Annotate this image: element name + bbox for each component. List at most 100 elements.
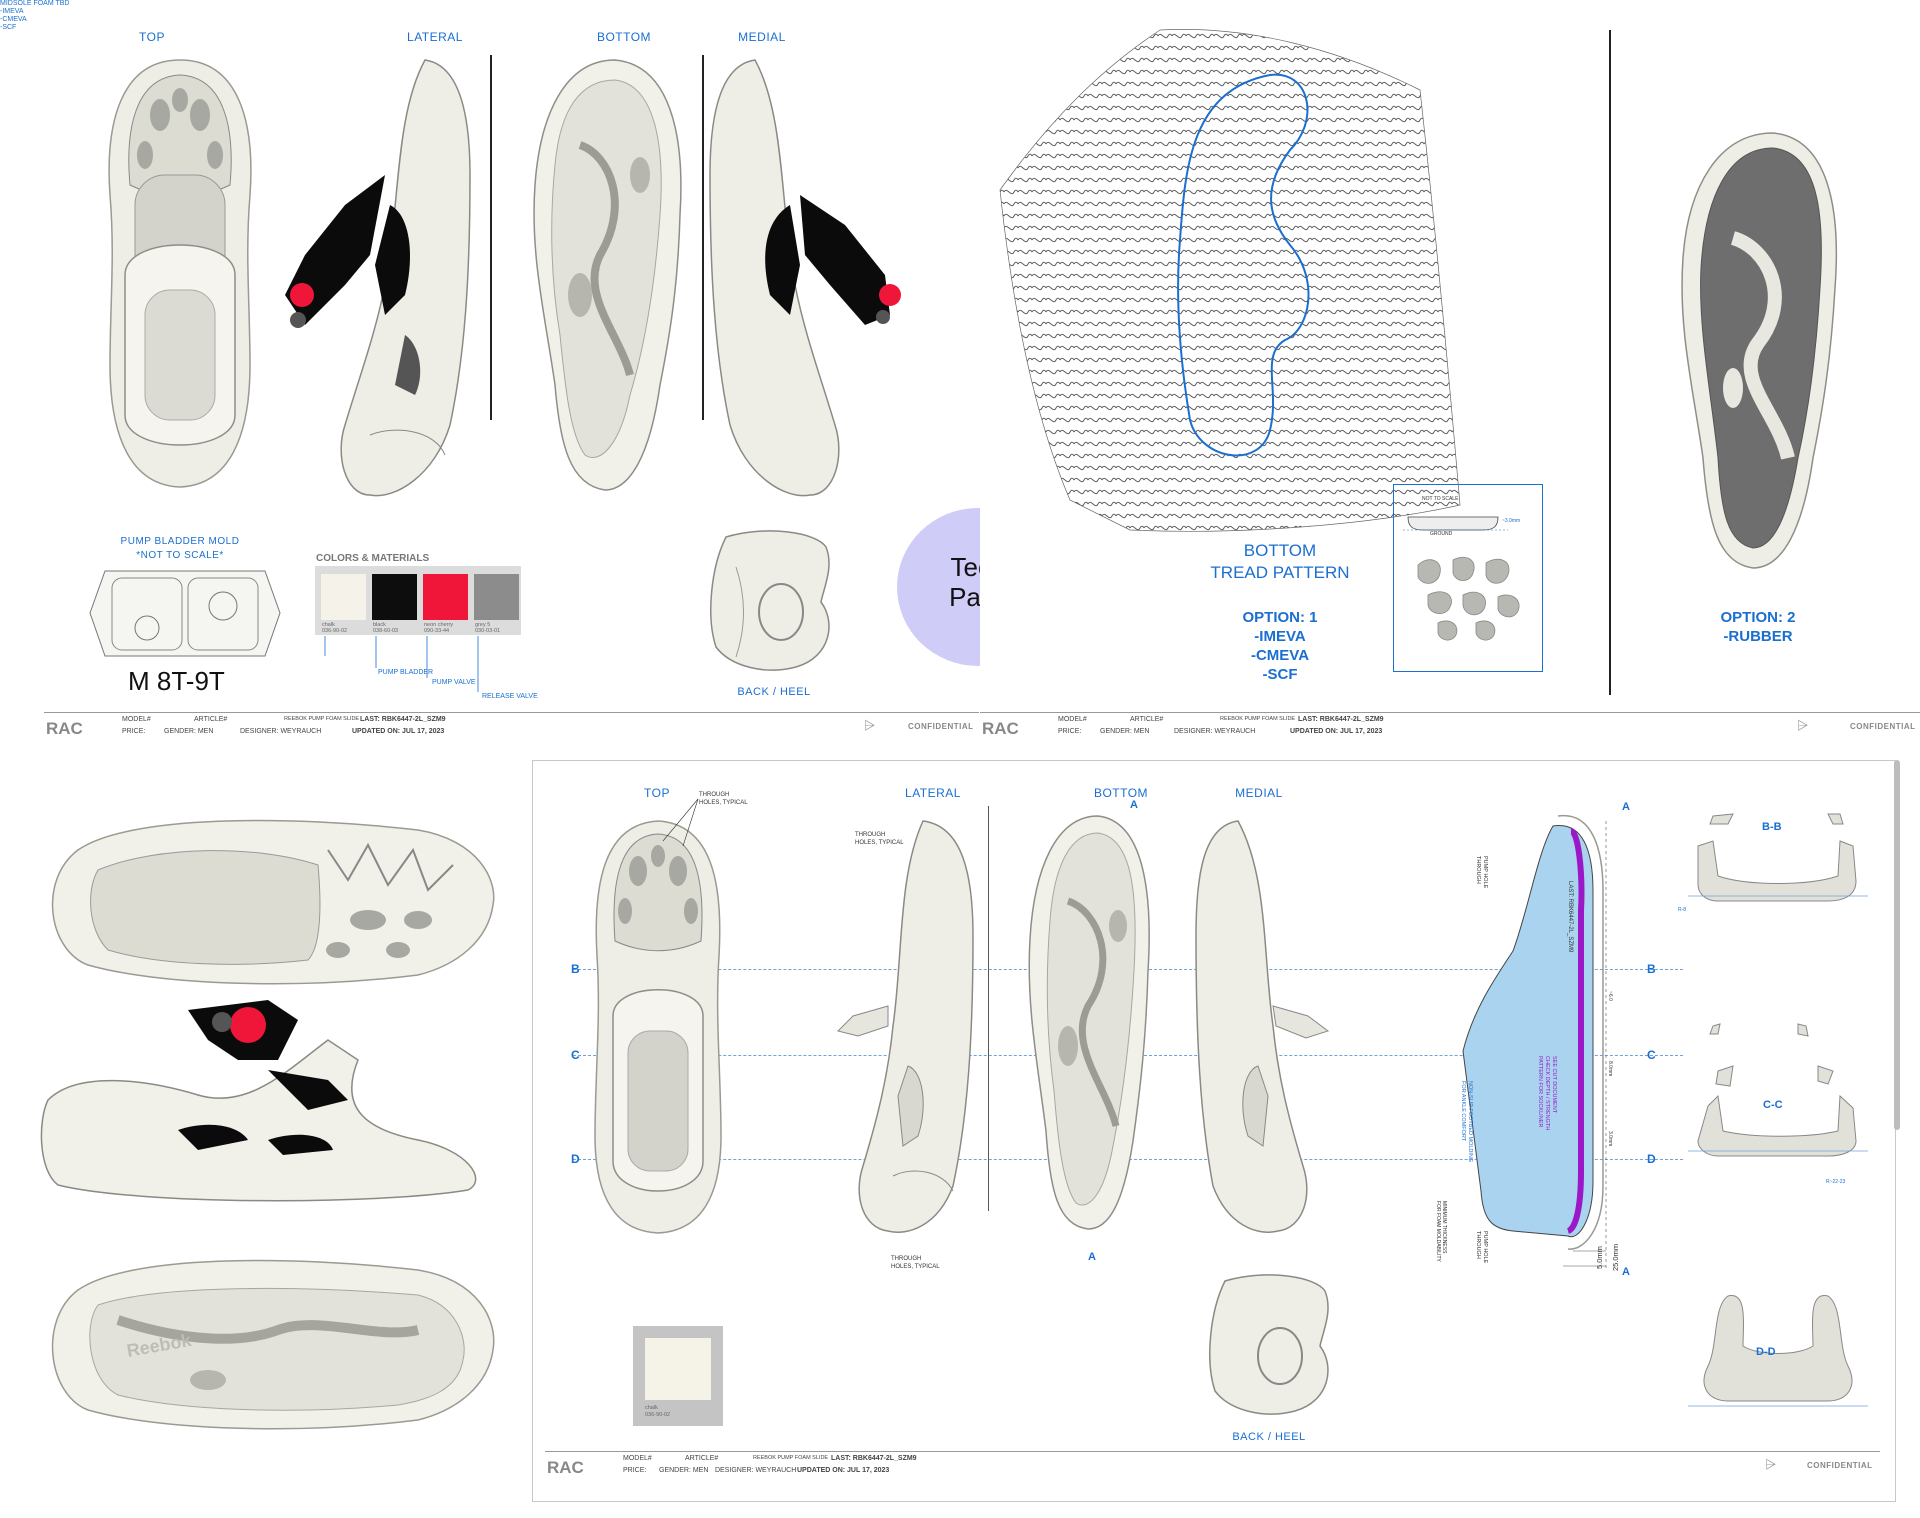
tech-back-heel-view <box>1209 1274 1329 1415</box>
title-block-sheet-1: RAC MODEL# ARTICLE# REEBOK PUMP FOAM SLI… <box>44 712 979 739</box>
title-block-name: REEBOK PUMP FOAM SLIDE <box>753 1455 829 1461</box>
swatch-black <box>372 574 417 620</box>
swatch-name: neon cherry <box>424 622 454 628</box>
view-label-back-heel: BACK / HEEL <box>737 686 811 698</box>
callout-line: -CMEVA <box>0 16 27 23</box>
title-block-updated: UPDATED ON: JUL 17, 2023 <box>352 728 445 735</box>
nonslip-note: NON-SLIP FOOTBED MOLDING FOR ANKLE COMFO… <box>1459 1081 1473 1162</box>
size-range: M 8T-9T <box>128 666 225 696</box>
shoe-medial-view <box>709 59 901 497</box>
option-1-line: -CMEVA <box>1250 647 1310 664</box>
callout-valve: PUMP VALVE <box>432 679 476 686</box>
title-block-name: REEBOK PUMP FOAM SLIDE <box>284 716 360 722</box>
title-block-rac: RAC <box>982 719 1019 738</box>
nonslip-line: NON-SLIP FOOTBED MOLDING <box>1467 1081 1473 1163</box>
title-block-updated: UPDATED ON: JUL 17, 2023 <box>1290 728 1383 735</box>
sheet-2: BOTTOM TREAD PATTERN OPTION: 1 -IMEVA -C… <box>980 0 1920 740</box>
callout-through-holes-bottom: THROUGH HOLES, TYPICAL <box>891 1255 940 1271</box>
section-a-top: A <box>1622 801 1630 813</box>
view-label-bottom: BOTTOM <box>596 30 652 44</box>
option-1-line: OPTION: 1 <box>1242 609 1318 626</box>
pump-mold-note: *NOT TO SCALE* <box>136 550 224 561</box>
view-label-bottom: BOTTOM <box>1093 786 1149 800</box>
cut-note: SEE CUT DOCUMENT CHECK DEPTH / STRENGTH … <box>1536 1056 1557 1130</box>
title-block-price: PRICE: <box>1058 728 1082 735</box>
option-2-line: OPTION: 2 <box>1720 609 1796 626</box>
title-block-name: REEBOK PUMP FOAM SLIDE <box>1220 716 1296 722</box>
title-block-model: MODEL# <box>1058 716 1087 723</box>
title-block-price: PRICE: <box>122 728 146 735</box>
tread-title-line-1: BOTTOM <box>1243 541 1317 560</box>
title-block-model: MODEL# <box>122 716 151 723</box>
pump-hole-line: THROUGH <box>1475 856 1481 884</box>
section-dd-label: D-D <box>1756 1346 1776 1358</box>
dim-25mm: 25.0mm <box>1611 1243 1620 1271</box>
pump-bladder-mold-drawing <box>89 570 281 657</box>
tech-cross-section <box>1462 814 1607 1271</box>
swatch-chalk <box>321 574 366 620</box>
callout-leaders <box>324 636 479 692</box>
view-label-lateral: LATERAL <box>407 30 463 44</box>
swatch-code: 090-33-44 <box>424 628 450 634</box>
section-dd-drawing <box>1688 1295 1868 1407</box>
row-label-b: B <box>571 962 580 976</box>
swatch-code: 038-60-03 <box>373 628 399 634</box>
swatch-grey <box>474 574 519 620</box>
callout-through-holes-top: THROUGH HOLES, TYPICAL <box>699 791 748 807</box>
tread-detail-box <box>1393 484 1543 672</box>
pump-hole-note-2: PUMP HOLE THROUGH <box>1474 1231 1488 1263</box>
minimum-line: MINIMUM THICKNESS <box>1441 1201 1447 1254</box>
reebok-logo-icon: ⩥ <box>1797 717 1809 733</box>
detail-not-to-scale: NOT TO SCALE <box>1422 496 1459 502</box>
title-block-confidential: CONFIDENTIAL <box>1807 1461 1873 1470</box>
shoe-back-heel-view <box>710 530 830 671</box>
option-2-line: -RUBBER <box>1723 628 1793 645</box>
title-block-gender: GENDER: MEN <box>1100 728 1150 735</box>
title-block-article: ARTICLE# <box>685 1455 719 1462</box>
shoe-top-view <box>108 59 252 488</box>
tech-top-view <box>594 820 722 1234</box>
minimum-line: FOR FOAM MOLDABILITY <box>1435 1201 1441 1262</box>
callout-line: THROUGH <box>855 832 886 838</box>
title-block-article: ARTICLE# <box>194 716 228 723</box>
swatch-name: grey 5 <box>475 622 491 628</box>
tech-bottom-view <box>1028 815 1150 1230</box>
sheet-renders: Reebok <box>0 760 520 1518</box>
render-lateral-view <box>40 1000 477 1202</box>
detail-dim: ~3.0mm <box>1502 518 1521 524</box>
tech-lateral-view <box>837 820 974 1233</box>
shoe-bottom-view <box>533 59 682 491</box>
title-block-rac: RAC <box>46 719 83 738</box>
row-label-c: C <box>571 1048 580 1062</box>
section-cc-drawing <box>1688 1023 1868 1157</box>
callout-line: HOLES, TYPICAL <box>699 800 748 806</box>
title-block-price: PRICE: <box>623 1467 647 1474</box>
row-label-d-right: D <box>1647 1152 1656 1166</box>
rubber-outsole-drawing <box>1681 132 1838 569</box>
title-block-gender: GENDER: MEN <box>164 728 214 735</box>
tread-detail-drawing <box>1403 516 1520 641</box>
swatch-name: black <box>373 622 386 628</box>
option-1-label: OPTION: 1 -IMEVA -CMEVA -SCF <box>1180 608 1380 684</box>
swatch-code: 036-90-02 <box>322 628 348 634</box>
scrollbar-thumb[interactable] <box>1894 760 1900 1130</box>
tech-medial-view <box>1195 820 1330 1233</box>
callout-line: THROUGH <box>891 1256 922 1262</box>
section-a-bottom: A <box>1088 1251 1096 1263</box>
callout-line: HOLES, TYPICAL <box>855 840 904 846</box>
section-bb-drawing <box>1688 813 1868 902</box>
tread-pattern-title: BOTTOM TREAD PATTERN <box>1180 540 1380 584</box>
last-label: LAST: RBK6447-2L_SZM9 <box>1567 881 1573 953</box>
tread-pattern-drawing <box>999 29 1461 532</box>
view-label-medial: MEDIAL <box>738 30 786 44</box>
callout-line: HOLES, TYPICAL <box>891 1264 940 1270</box>
pump-hole-line: PUMP HOLE <box>1482 1231 1488 1264</box>
title-block-last: LAST: RBK6447-2L_SZM9 <box>360 716 446 723</box>
title-block-designer: DESIGNER: WEYRAUCH <box>715 1467 797 1474</box>
option-1-line: -SCF <box>1262 666 1298 683</box>
divider-line <box>988 806 989 1211</box>
pump-hole-line: THROUGH <box>1475 1231 1481 1259</box>
tread-title-line-2: TREAD PATTERN <box>1210 563 1350 582</box>
swatch-name: chalk <box>322 622 335 628</box>
section-bb-label: B-B <box>1762 821 1782 833</box>
